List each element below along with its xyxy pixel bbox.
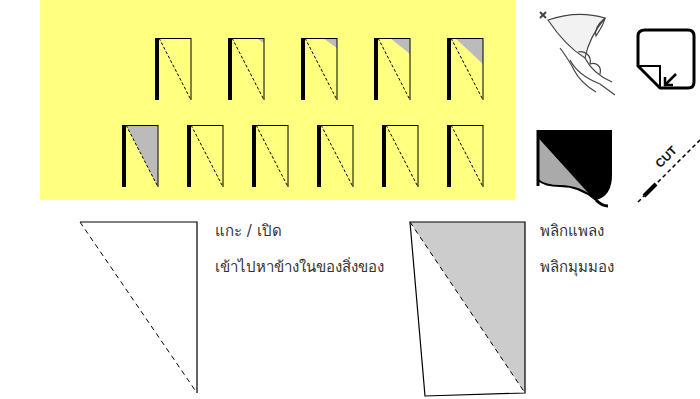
- fold-step: [155, 38, 191, 100]
- caption-text: เข้าไปหาข้างในของสิ่งของ: [215, 258, 384, 276]
- fold-step: [252, 125, 288, 187]
- fold-step: [447, 38, 483, 100]
- fold-step: [187, 125, 223, 187]
- fold-step: [447, 125, 483, 187]
- flip-figure: [410, 222, 525, 396]
- fold-step: [374, 38, 410, 100]
- corner-icon: [638, 30, 694, 88]
- fold-step: [301, 38, 337, 100]
- caption-text: แกะ / เปิด: [215, 222, 282, 240]
- caption-text: พลิกมุมมอง: [540, 258, 614, 276]
- fold-step: [122, 125, 158, 187]
- open-figure: [80, 222, 197, 393]
- caption-text: พลิกแพลง: [540, 222, 604, 240]
- fold-step: [382, 125, 418, 187]
- fold-icon: [538, 130, 612, 206]
- cut-icon: [638, 140, 700, 202]
- yellow-band: [40, 0, 515, 200]
- cut-text: CUT: [652, 143, 680, 171]
- fold-step: [317, 125, 353, 187]
- peel-icon: [540, 12, 615, 95]
- fold-step: [228, 38, 264, 100]
